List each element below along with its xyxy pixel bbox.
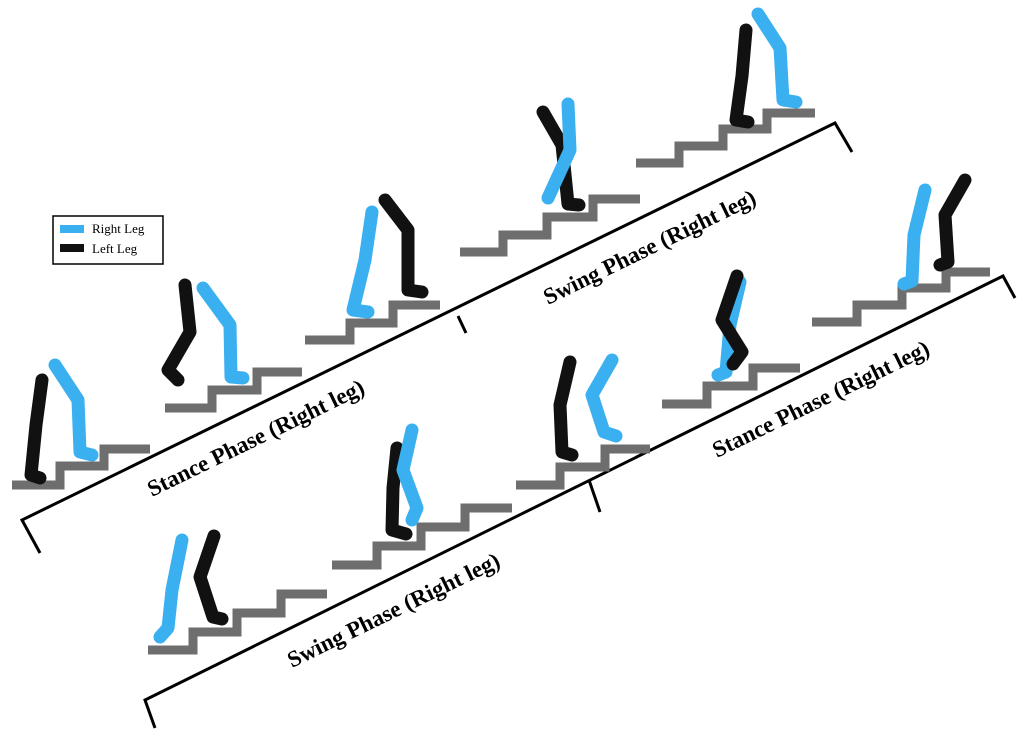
left-leg-5 [729, 23, 755, 129]
left-leg-6 [193, 529, 229, 626]
bracket-upper-divider [456, 315, 468, 334]
legend-label-left-leg: Left Leg [92, 241, 138, 256]
staircase-9 [662, 363, 800, 409]
right-leg-6 [153, 533, 189, 644]
staircase-6 [148, 589, 327, 655]
right-leg-3 [346, 205, 379, 319]
left-leg-7 [385, 441, 413, 541]
phase-brackets [19, 121, 1017, 729]
right-leg-5 [751, 7, 803, 109]
right-leg-4 [541, 97, 577, 205]
left-leg-10 [933, 173, 972, 272]
legend-box [52, 215, 164, 265]
legend-swatch-left-leg [60, 244, 84, 252]
right-leg-2 [196, 281, 250, 385]
left-leg-2 [161, 278, 197, 387]
bracket-upper [19, 121, 854, 554]
staircase-7 [332, 503, 512, 570]
bracket-lower [143, 274, 1017, 729]
staircase-8 [516, 444, 650, 490]
staircase-2 [165, 367, 302, 413]
right-leg-7 [396, 423, 424, 527]
right-leg-9 [711, 275, 747, 382]
legend-label-right-leg: Right Leg [92, 221, 145, 236]
left-leg-1 [24, 373, 49, 485]
staircases [12, 108, 990, 655]
staircase-10 [812, 267, 990, 327]
left-leg-3 [378, 193, 429, 299]
phase-label-swing-lower: Swing Phase (Right leg) [283, 548, 504, 673]
staircase-5 [636, 108, 815, 168]
left-leg-8 [553, 355, 579, 462]
leg-figures [24, 7, 972, 644]
bracket-lower-divider [587, 479, 602, 513]
right-leg-10 [897, 183, 932, 291]
right-leg-8 [585, 353, 623, 443]
legend-swatch-right-leg [60, 225, 84, 233]
legend: Right Leg Left Leg [52, 215, 164, 265]
phase-labels: Stance Phase (Right leg) Swing Phase (Ri… [143, 185, 933, 673]
staircase-4 [460, 194, 640, 257]
right-leg-1 [48, 358, 99, 462]
staircase-3 [305, 300, 440, 345]
left-leg-9 [715, 269, 749, 371]
staircase-1 [12, 444, 150, 490]
